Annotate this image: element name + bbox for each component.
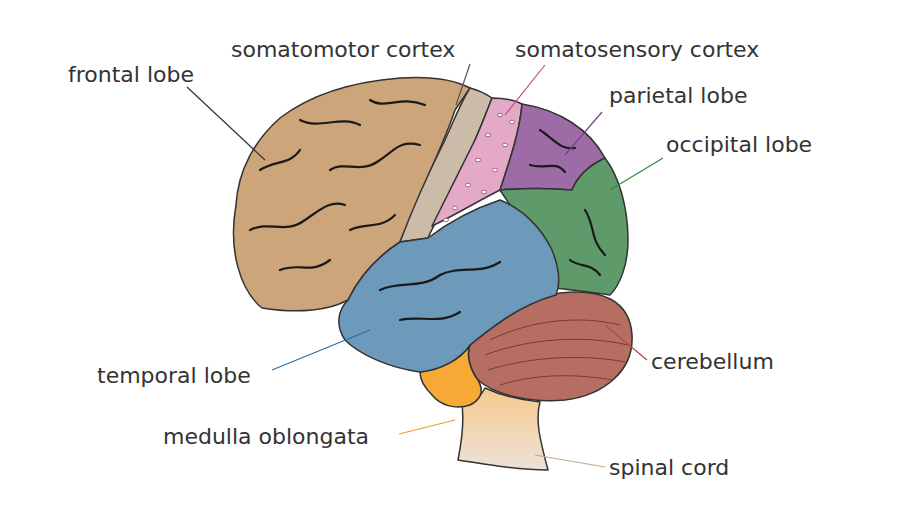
part-label: cerebellum	[651, 349, 774, 375]
temporal-shape	[339, 200, 559, 372]
part-label: spinal cord	[609, 455, 729, 481]
sulci	[250, 100, 605, 320]
leader-lines	[187, 64, 663, 467]
sensory-dots	[444, 113, 515, 222]
cerebellum-folds	[485, 320, 628, 385]
part-label: occipital lobe	[666, 132, 812, 158]
part-label: frontal lobe	[68, 62, 194, 88]
part-label: somatomotor cortex	[231, 37, 455, 63]
part-label: parietal lobe	[609, 83, 747, 109]
part-label: somatosensory cortex	[515, 37, 759, 63]
part-label: temporal lobe	[97, 363, 251, 389]
part-label: medulla oblongata	[163, 424, 369, 450]
